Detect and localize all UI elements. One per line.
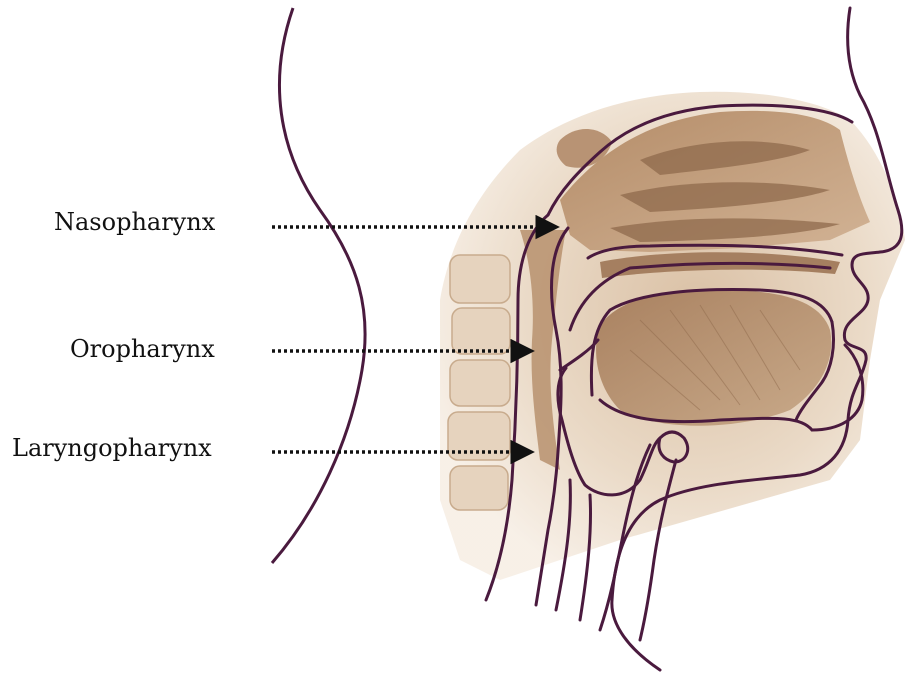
- nasopharynx-label: Nasopharynx: [54, 210, 215, 234]
- tongue: [596, 290, 831, 426]
- laryngopharynx-label: Laryngopharynx: [12, 436, 212, 460]
- oropharynx-label: Oropharynx: [70, 337, 215, 361]
- head-back-outline: [272, 8, 365, 563]
- cervical-vertebrae: [448, 255, 510, 510]
